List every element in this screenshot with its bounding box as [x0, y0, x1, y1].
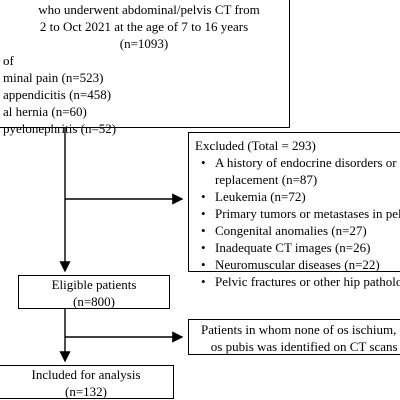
- excluded-item: •Inadequate CT images (n=26): [201, 240, 371, 255]
- included-box: Included for analysis (n=132): [0, 365, 174, 399]
- excluded-item: •Primary tumors or metastases in pelv: [201, 206, 400, 221]
- excluded-box: Excluded (Total = 293) •A history of end…: [188, 132, 400, 289]
- initial-cohort-reason: minal pain (n=523): [3, 70, 104, 85]
- bullet-icon: •: [201, 189, 206, 204]
- initial-cohort-of-label: of: [3, 53, 14, 68]
- eligible-count: (n=800): [73, 294, 115, 309]
- excluded-item-continuation: replacement (n=87): [215, 172, 318, 187]
- bullet-icon: •: [201, 206, 206, 221]
- bullet-icon: •: [201, 274, 206, 289]
- second-exclusion-line-1: Patients in whom none of os ischium, os: [201, 322, 400, 337]
- excluded-item: •Leukemia (n=72): [201, 189, 306, 204]
- second-exclusion-line-2: os pubis was identified on CT scans (: [210, 339, 400, 354]
- bullet-icon: •: [201, 240, 206, 255]
- eligible-title: Eligible patients: [51, 277, 137, 292]
- excluded-item: •A history of endocrine disorders or ho: [201, 155, 400, 170]
- second-exclusion-box: Patients in whom none of os ischium, os …: [188, 319, 400, 355]
- excluded-item: •Neuromuscular diseases (n=22): [201, 257, 380, 272]
- excluded-item: •Pelvic fractures or other hip patholog: [201, 274, 400, 289]
- bullet-icon: •: [201, 223, 206, 238]
- bullet-icon: •: [201, 155, 206, 170]
- initial-cohort-reason: appendicitis (n=458): [3, 87, 112, 102]
- included-count: (n=132): [65, 384, 107, 399]
- initial-cohort-line-1: who underwent abdominal/pelvis CT from: [38, 2, 260, 17]
- excluded-list: •A history of endocrine disorders or ho …: [195, 154, 400, 290]
- initial-cohort-reason: al hernia (n=60): [3, 104, 87, 119]
- initial-cohort-box: who underwent abdominal/pelvis CT from 2…: [0, 0, 290, 136]
- eligible-box: Eligible patients (n=800): [18, 275, 170, 309]
- initial-cohort-count: (n=1093): [119, 36, 169, 51]
- excluded-title: Excluded (Total = 293): [195, 138, 316, 153]
- bullet-icon: •: [201, 257, 206, 272]
- initial-cohort-reason: pyelonephritis (n=52): [3, 121, 117, 136]
- included-title: Included for analysis: [31, 367, 141, 382]
- excluded-item: •Congenital anomalies (n=27): [201, 223, 367, 238]
- initial-cohort-line-2: 2 to Oct 2021 at the age of 7 to 16 year…: [39, 19, 249, 34]
